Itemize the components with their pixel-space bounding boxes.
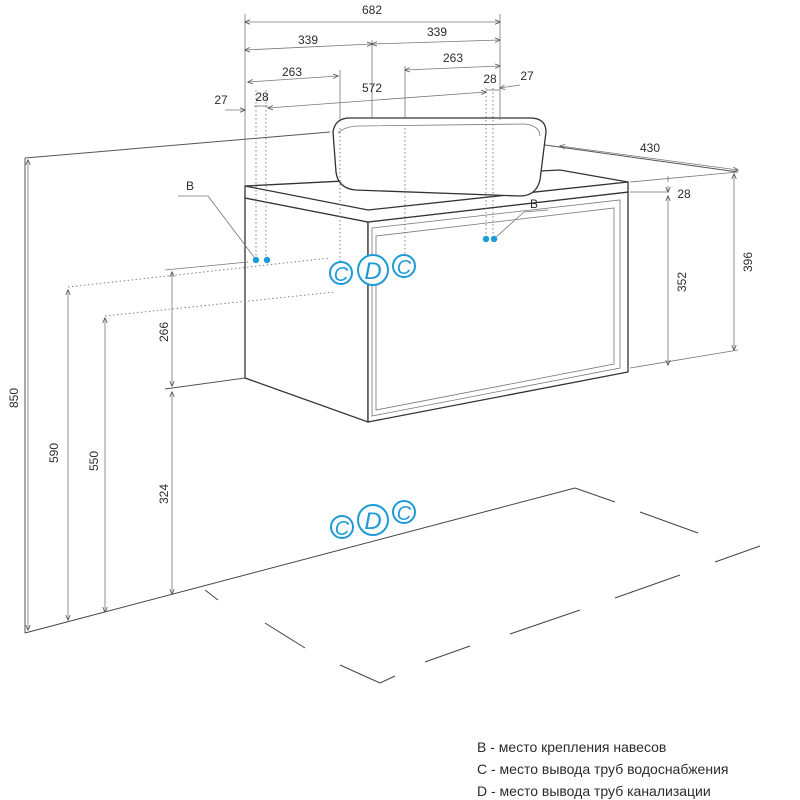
- legend-b: B - место крепления навесов: [477, 739, 666, 755]
- cabinet-front-panel: [367, 191, 629, 423]
- wall-outlets: C D C: [329, 254, 416, 286]
- floor-outlets: C D C: [330, 500, 416, 540]
- dimension-lines: [28, 22, 738, 630]
- drawer-inner-frame: [375, 207, 615, 411]
- marker-c-floor-right: C: [397, 503, 412, 525]
- dim-27-right: 27: [520, 69, 534, 83]
- marker-c-wall-left: C: [334, 264, 349, 286]
- drawer-frame: [371, 199, 621, 417]
- water-outlet-circle: [392, 254, 416, 278]
- marker-d-wall: D: [364, 258, 381, 285]
- hanging-point-dot: [482, 235, 490, 243]
- vanity-cabinet: [244, 169, 629, 423]
- water-outlet-circle: [330, 515, 354, 539]
- marker-c-floor-left: C: [335, 518, 350, 540]
- dim-590: 590: [47, 443, 61, 463]
- dim-263-left: 263: [282, 65, 302, 79]
- cabinet-side-panel: [244, 197, 369, 423]
- dim-682: 682: [362, 3, 382, 17]
- marker-b-right: B: [530, 197, 538, 211]
- dim-27-left: 27: [214, 93, 228, 107]
- dim-28-right: 28: [483, 72, 497, 86]
- dim-572: 572: [362, 81, 382, 95]
- hanging-points: B B: [178, 179, 549, 264]
- legend-d: D - место вывода труб канализации: [477, 783, 711, 799]
- drain-outlet-circle: [357, 254, 389, 286]
- hanging-point-dot: [490, 235, 498, 243]
- dim-266: 266: [157, 322, 171, 342]
- dim-430: 430: [640, 141, 660, 155]
- legend: B - место крепления навесов C - место вы…: [477, 739, 728, 799]
- hanging-point-dot: [263, 256, 271, 264]
- water-outlet-circle: [329, 261, 353, 285]
- marker-c-wall-right: C: [397, 257, 412, 279]
- marker-b-left: B: [186, 179, 194, 193]
- legend-c: C - место вывода труб водоснабжения: [477, 761, 728, 777]
- vessel-basin: [332, 117, 547, 197]
- dim-28-left: 28: [255, 90, 269, 104]
- dim-850: 850: [7, 388, 21, 408]
- drain-outlet-circle: [357, 504, 389, 536]
- dim-28-side: 28: [677, 187, 691, 201]
- hanging-point-dot: [252, 256, 260, 264]
- water-outlet-circle: [392, 500, 416, 524]
- dim-396: 396: [741, 252, 755, 272]
- dim-352: 352: [675, 272, 689, 292]
- dim-339-left: 339: [298, 33, 318, 47]
- dim-324: 324: [157, 484, 171, 504]
- dimension-labels: 682 339 339 263 263 572 27 28 28 27 430 …: [7, 3, 755, 504]
- dim-263-right: 263: [443, 51, 463, 65]
- marker-d-floor: D: [364, 508, 381, 535]
- countertop: [244, 181, 629, 223]
- dim-339-right: 339: [427, 25, 447, 39]
- dim-550: 550: [87, 451, 101, 471]
